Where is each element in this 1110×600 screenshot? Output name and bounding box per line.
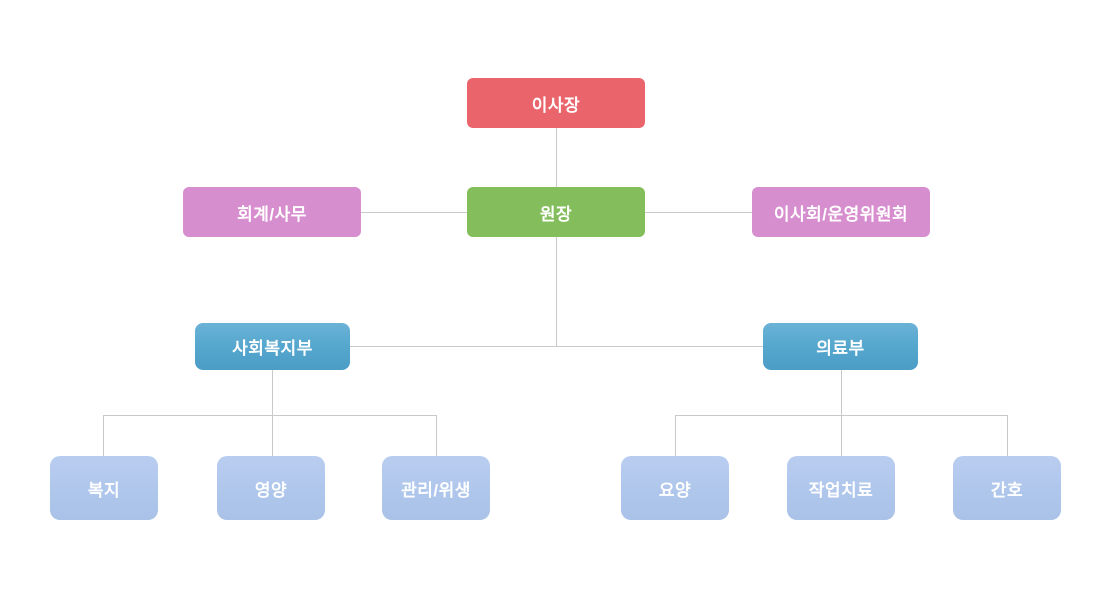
org-node-welfare-label: 복지: [87, 480, 121, 500]
org-node-medical-dept: 의료부: [763, 323, 918, 370]
connector-welfare-dept-drop: [272, 370, 273, 457]
org-node-social-welfare-dept: 사회복지부: [195, 323, 350, 370]
connector-director-accounting: [361, 212, 467, 213]
connector-welfare-teams-rail: [103, 415, 436, 416]
connector-drop-care: [675, 415, 676, 457]
connector-director-drop: [556, 237, 557, 346]
org-node-chairman: 이사장: [467, 78, 645, 128]
org-node-accounting-label: 회계/사무: [237, 204, 307, 224]
connector-drop-nursing: [1007, 415, 1008, 457]
org-node-management-hygiene-label: 관리/위생: [401, 480, 471, 500]
org-node-nutrition-label: 영양: [254, 480, 288, 500]
org-node-director: 원장: [467, 187, 645, 237]
connector-drop-welfare: [103, 415, 104, 457]
org-node-care-label: 요양: [658, 480, 692, 500]
org-node-nursing-label: 간호: [990, 480, 1024, 500]
org-node-occupational-therapy-label: 작업치료: [808, 480, 874, 500]
org-node-social-welfare-dept-label: 사회복지부: [232, 339, 313, 358]
org-node-welfare: 복지: [50, 456, 158, 520]
connector-medical-teams-rail: [675, 415, 1007, 416]
org-node-occupational-therapy: 작업치료: [787, 456, 895, 520]
org-node-management-hygiene: 관리/위생: [382, 456, 490, 520]
org-node-medical-dept-label: 의료부: [816, 339, 865, 358]
connector-depts-rail: [350, 346, 763, 347]
org-node-care: 요양: [621, 456, 729, 520]
org-node-board: 이사회/운영위원회: [752, 187, 930, 237]
connector-drop-management: [436, 415, 437, 457]
org-node-board-label: 이사회/운영위원회: [773, 204, 909, 224]
org-node-director-label: 원장: [539, 204, 573, 224]
connector-director-board: [645, 212, 752, 213]
org-node-accounting: 회계/사무: [183, 187, 361, 237]
org-node-chairman-label: 이사장: [531, 95, 581, 115]
org-node-nutrition: 영양: [217, 456, 325, 520]
org-node-nursing: 간호: [953, 456, 1061, 520]
connector-medical-dept-drop: [841, 370, 842, 457]
connector-chairman-director: [556, 128, 557, 187]
